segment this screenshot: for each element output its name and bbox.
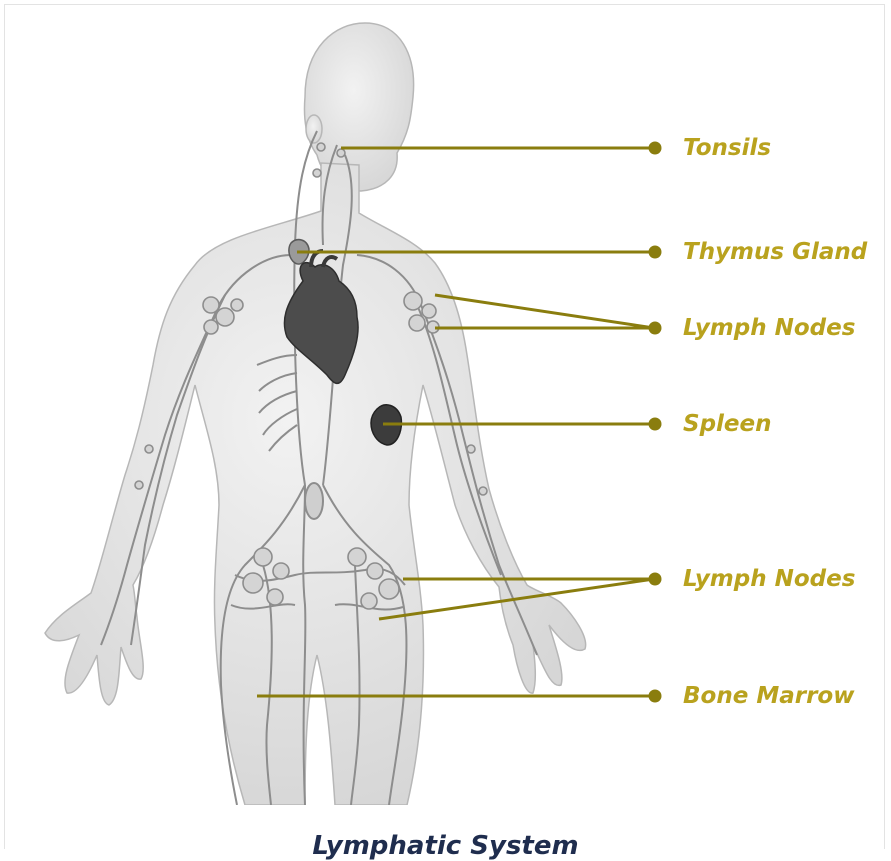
body-silhouette bbox=[45, 23, 586, 805]
label-spleen: Spleen bbox=[683, 410, 772, 438]
cisterna-chyli bbox=[305, 483, 323, 519]
label-bone-marrow: Bone Marrow bbox=[683, 682, 854, 710]
label-lymph-nodes-upper: Lymph Nodes bbox=[683, 314, 855, 342]
label-tonsils: Tonsils bbox=[683, 134, 771, 162]
diagram-caption: Lymphatic System bbox=[5, 831, 886, 861]
label-thymus-gland: Thymus Gland bbox=[683, 238, 867, 266]
label-lymph-nodes-lower: Lymph Nodes bbox=[683, 565, 855, 593]
diagram-card: Tonsils Thymus Gland Lymph Nodes Spleen … bbox=[4, 4, 885, 849]
